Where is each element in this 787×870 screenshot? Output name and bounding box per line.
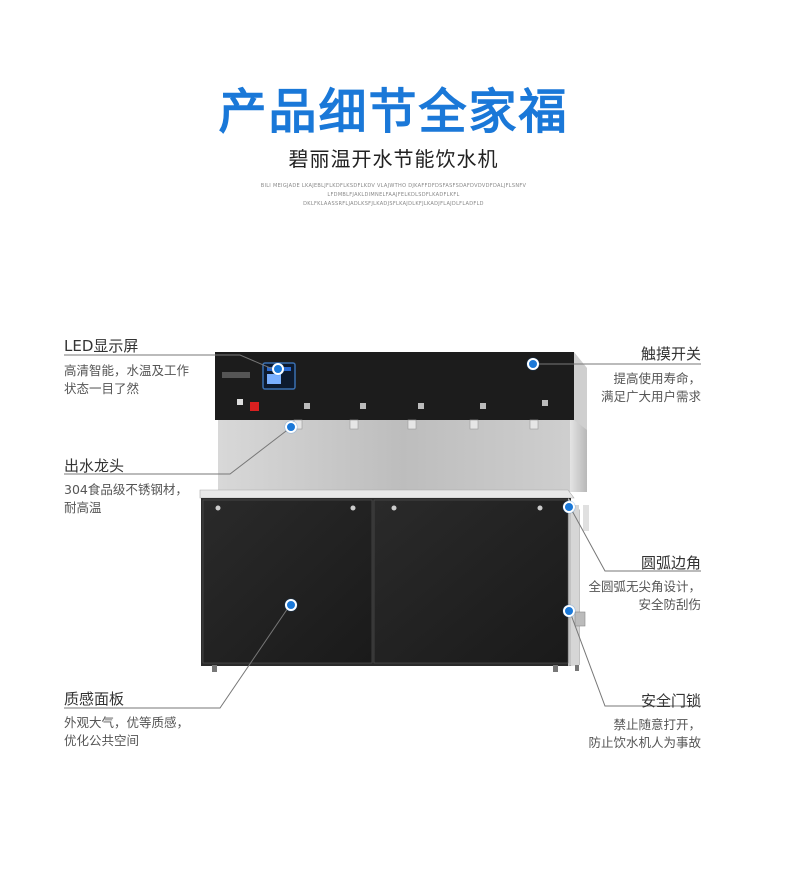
- annotation-desc: 禁止随意打开，: [613, 717, 701, 732]
- annotation-desc: 提高使用寿命，: [613, 371, 701, 386]
- annotation-desc: 全圆弧无尖角设计，: [588, 579, 701, 594]
- faucets: [293, 419, 539, 430]
- corner-callout-line: [569, 506, 701, 572]
- fine-print-line: DKLFKLAASSRFLJADLKSFJLKADJSFLKAJDLKFJLKA…: [303, 201, 484, 207]
- annotation-desc: 状态一目了然: [64, 381, 140, 396]
- control-panel: [215, 352, 587, 430]
- annotation-desc: 外观大气，优等质感，: [64, 715, 190, 730]
- lock-callout-dot: [563, 605, 575, 617]
- annotation-desc: 优化公共空间: [64, 733, 140, 748]
- led-callout-dot: [272, 363, 284, 375]
- annotation-desc: 防止饮水机人为事故: [588, 735, 701, 750]
- red-button: [250, 402, 259, 411]
- panel-callout-line: [64, 604, 291, 709]
- corner-callout-dot: [563, 501, 575, 513]
- annotation-desc: 安全防刮伤: [638, 597, 701, 612]
- faucet-callout-line: [64, 427, 291, 475]
- annotation-title: 安全门锁: [640, 692, 701, 710]
- lower-cabinet: [201, 498, 589, 666]
- left-door: [202, 499, 373, 664]
- counter-ledge: [199, 489, 575, 499]
- annotation-desc: 耐高温: [64, 500, 102, 515]
- touch-callout-dot: [527, 358, 539, 370]
- panel-callout-dot: [285, 599, 297, 611]
- annotation-title: LED显示屏: [64, 337, 139, 355]
- page-title: 产品细节全家福: [218, 84, 569, 140]
- page-subtitle: 碧丽温开水节能饮水机: [288, 147, 499, 171]
- led-callout-line: [64, 354, 276, 371]
- right-door: [373, 499, 569, 664]
- lock-callout-line: [569, 611, 701, 707]
- annotation-title: 出水龙头: [64, 457, 125, 475]
- cabinet-feet: [212, 665, 579, 672]
- door-lock: [574, 611, 586, 627]
- annotation-title: 质感面板: [64, 690, 125, 708]
- annotation-title: 圆弧边角: [640, 554, 701, 572]
- faucet-callout-dot: [285, 421, 297, 433]
- fine-print-line: BILI MEIGJADE LKAJEBLJFLKDFLKSDFLKDV VLA…: [260, 183, 527, 189]
- annotation-desc: 高清智能，水温及工作: [64, 363, 190, 378]
- annotation-title: 触摸开关: [640, 345, 701, 363]
- annotation-desc: 满足广大用户需求: [600, 389, 701, 404]
- annotation-desc: 304食品级不锈钢材，: [64, 482, 188, 497]
- fine-print-line: LFDMBLFJAKLDIMNELFAAJFELKDLSDFLKADFLKFL: [327, 192, 460, 198]
